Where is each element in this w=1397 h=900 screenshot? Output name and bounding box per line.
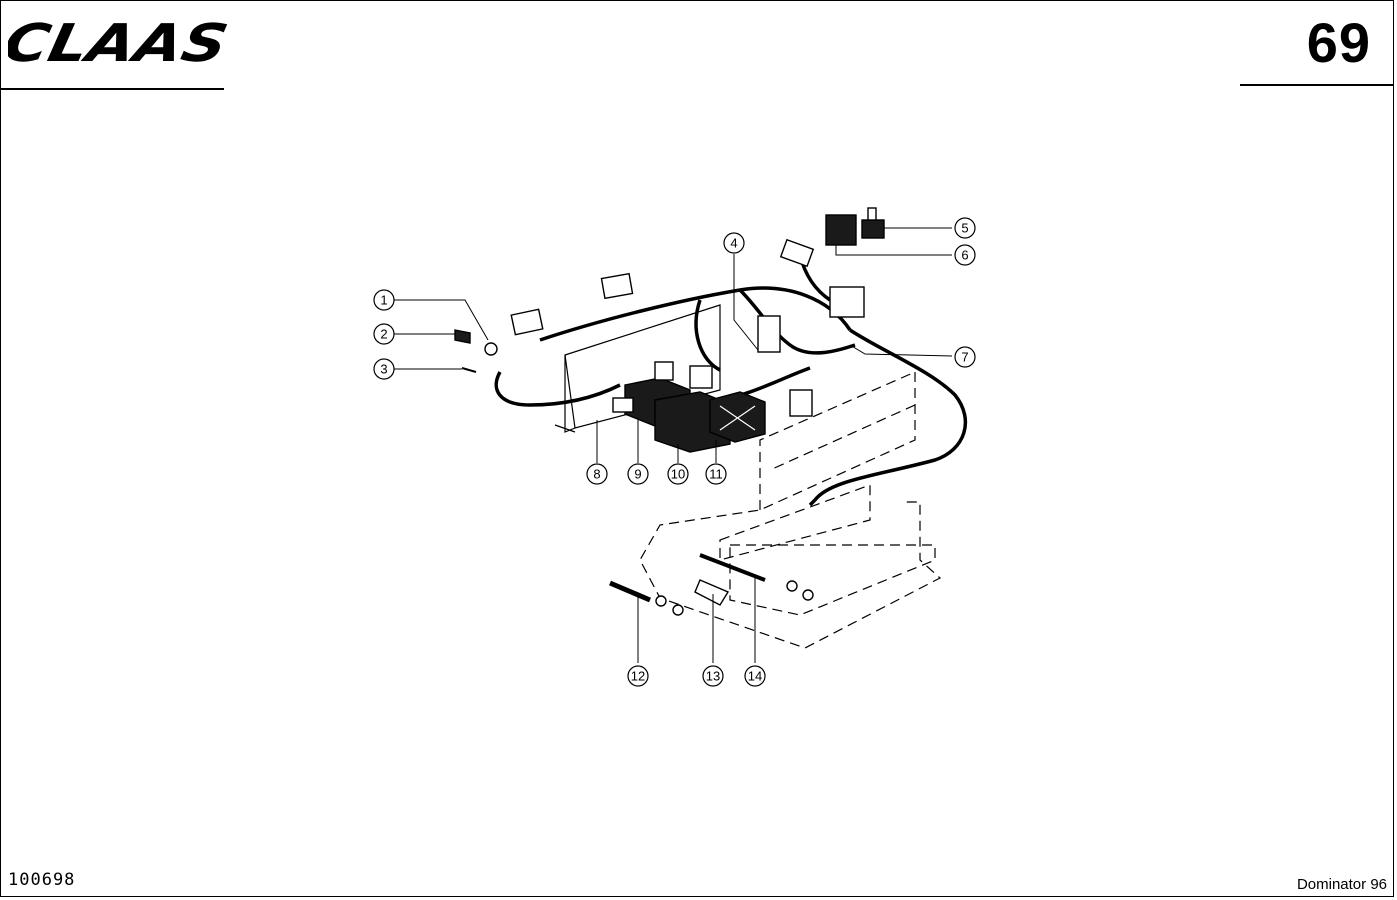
svg-text:3: 3 xyxy=(380,362,387,377)
callout-3: 3 xyxy=(373,358,395,380)
svg-text:1: 1 xyxy=(380,293,387,308)
claas-logo: CLAAS xyxy=(8,18,232,68)
callout-11: 11 xyxy=(705,463,727,485)
mounting-plate xyxy=(554,304,721,433)
leader-lines xyxy=(394,227,953,663)
relay-group xyxy=(825,207,885,246)
svg-text:2: 2 xyxy=(380,327,387,342)
callout-9: 9 xyxy=(627,463,649,485)
svg-text:13: 13 xyxy=(706,669,720,684)
callout-7: 7 xyxy=(954,346,976,368)
callout-5: 5 xyxy=(954,217,976,239)
callout-12: 12 xyxy=(627,665,649,687)
svg-text:9: 9 xyxy=(634,467,641,482)
bolt-parts xyxy=(609,553,814,616)
brand-wordmark: CLAAS xyxy=(8,18,232,68)
callout-4: 4 xyxy=(723,232,745,254)
page-number-underline xyxy=(1240,84,1394,86)
page-number: 69 xyxy=(1306,11,1371,74)
svg-text:6: 6 xyxy=(961,248,968,263)
svg-text:14: 14 xyxy=(748,669,762,684)
wiring-harness xyxy=(494,254,967,507)
svg-text:10: 10 xyxy=(671,467,685,482)
callout-14: 14 xyxy=(744,665,766,687)
model-name: Dominator 96 xyxy=(1296,876,1387,893)
relay-block xyxy=(612,361,766,453)
svg-text:8: 8 xyxy=(593,467,600,482)
callout-1: 1 xyxy=(373,289,395,311)
callout-6: 6 xyxy=(954,244,976,266)
svg-text:12: 12 xyxy=(631,669,645,684)
harness-connectors xyxy=(510,238,865,417)
callout-8: 8 xyxy=(586,463,608,485)
callout-13: 13 xyxy=(702,665,724,687)
callout-group: 1 2 3 4 5 6 7 8 9 10 11 12 13 14 xyxy=(373,217,976,687)
logo-underline xyxy=(0,88,224,90)
document-id: 100698 xyxy=(8,870,76,890)
callout-2: 2 xyxy=(373,323,395,345)
svg-text:7: 7 xyxy=(961,350,968,365)
callout-10: 10 xyxy=(667,463,689,485)
svg-text:11: 11 xyxy=(709,467,723,482)
svg-text:5: 5 xyxy=(961,221,968,236)
svg-text:4: 4 xyxy=(730,236,737,251)
fastener-parts xyxy=(454,329,498,373)
